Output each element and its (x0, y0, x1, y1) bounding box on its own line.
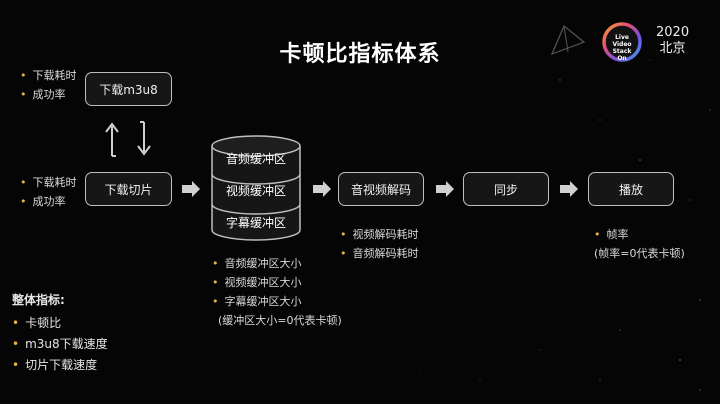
list-item: •视频解码耗时 (340, 228, 419, 241)
bullet-icon: • (20, 176, 27, 189)
bullet-icon: • (20, 195, 27, 208)
download-slice-box: 下载切片 (85, 172, 172, 206)
play-notes: •帧率 (帧率=0代表卡顿) (594, 225, 685, 263)
event-info: 2020 北京 (656, 25, 689, 57)
arrow-right-icon (182, 181, 200, 197)
play-note-extra: (帧率=0代表卡顿) (594, 247, 685, 260)
event-city: 北京 (659, 41, 686, 56)
bullet-icon: • (20, 69, 27, 82)
list-item: •成功率 (20, 88, 66, 101)
list-item: •成功率 (20, 195, 66, 208)
bullet-icon: • (340, 228, 347, 241)
play-box: 播放 (588, 172, 674, 206)
logo-line2: Stack On (612, 48, 632, 62)
triangle-logo-icon (550, 25, 586, 56)
arrow-right-icon (560, 181, 578, 197)
decode-box: 音视频解码 (338, 172, 424, 206)
list-item: •切片下载速度 (12, 358, 98, 372)
video-buffer-label: 视频缓冲区 (225, 184, 286, 198)
list-item: •帧率 (594, 228, 629, 241)
bullet-icon: • (340, 247, 347, 260)
slice-notes: •下载耗时 •成功率 (20, 173, 77, 211)
arrow-right-icon (313, 181, 331, 197)
decode-notes: •视频解码耗时 •音频解码耗时 (340, 225, 419, 263)
list-item: •视频缓冲区大小 (212, 276, 302, 289)
bullet-icon: • (12, 337, 20, 351)
list-item: •音频解码耗时 (340, 247, 419, 260)
event-year: 2020 (656, 25, 690, 40)
sync-box: 同步 (463, 172, 549, 206)
bullet-icon: • (212, 295, 219, 308)
list-item: •m3u8下载速度 (12, 337, 108, 351)
logo-line1: Live Video (612, 34, 632, 48)
buffer-note-extra: (缓冲区大小=0代表卡顿) (218, 314, 342, 327)
m3u8-notes: •下载耗时 •成功率 (20, 66, 77, 104)
download-m3u8-box: 下载m3u8 (85, 72, 172, 106)
list-item: •字幕缓冲区大小 (212, 295, 302, 308)
buffer-stack-shape (211, 135, 301, 241)
conference-logo-icon (602, 22, 642, 62)
overall-metrics: 整体指标: •卡顿比 •m3u8下载速度 •切片下载速度 (12, 290, 108, 376)
buffer-notes: •音频缓冲区大小 •视频缓冲区大小 •字幕缓冲区大小 (缓冲区大小=0代表卡顿) (212, 254, 342, 330)
audio-buffer-label: 音频缓冲区 (225, 152, 286, 166)
bullet-icon: • (594, 228, 601, 241)
cycle-arrows-icon (105, 121, 151, 157)
list-item: •卡顿比 (12, 316, 62, 330)
bullet-icon: • (212, 257, 219, 270)
overall-heading: 整体指标: (12, 293, 65, 307)
bullet-icon: • (20, 88, 27, 101)
list-item: •下载耗时 (20, 69, 77, 82)
list-item: •音频缓冲区大小 (212, 257, 302, 270)
bullet-icon: • (12, 316, 20, 330)
arrow-right-icon (436, 181, 454, 197)
list-item: •下载耗时 (20, 176, 77, 189)
page-title: 卡顿比指标体系 (279, 42, 441, 67)
bullet-icon: • (12, 358, 20, 372)
subtitle-buffer-label: 字幕缓冲区 (225, 216, 286, 230)
bullet-icon: • (212, 276, 219, 289)
logo-text: Live Video Stack On (608, 34, 636, 62)
